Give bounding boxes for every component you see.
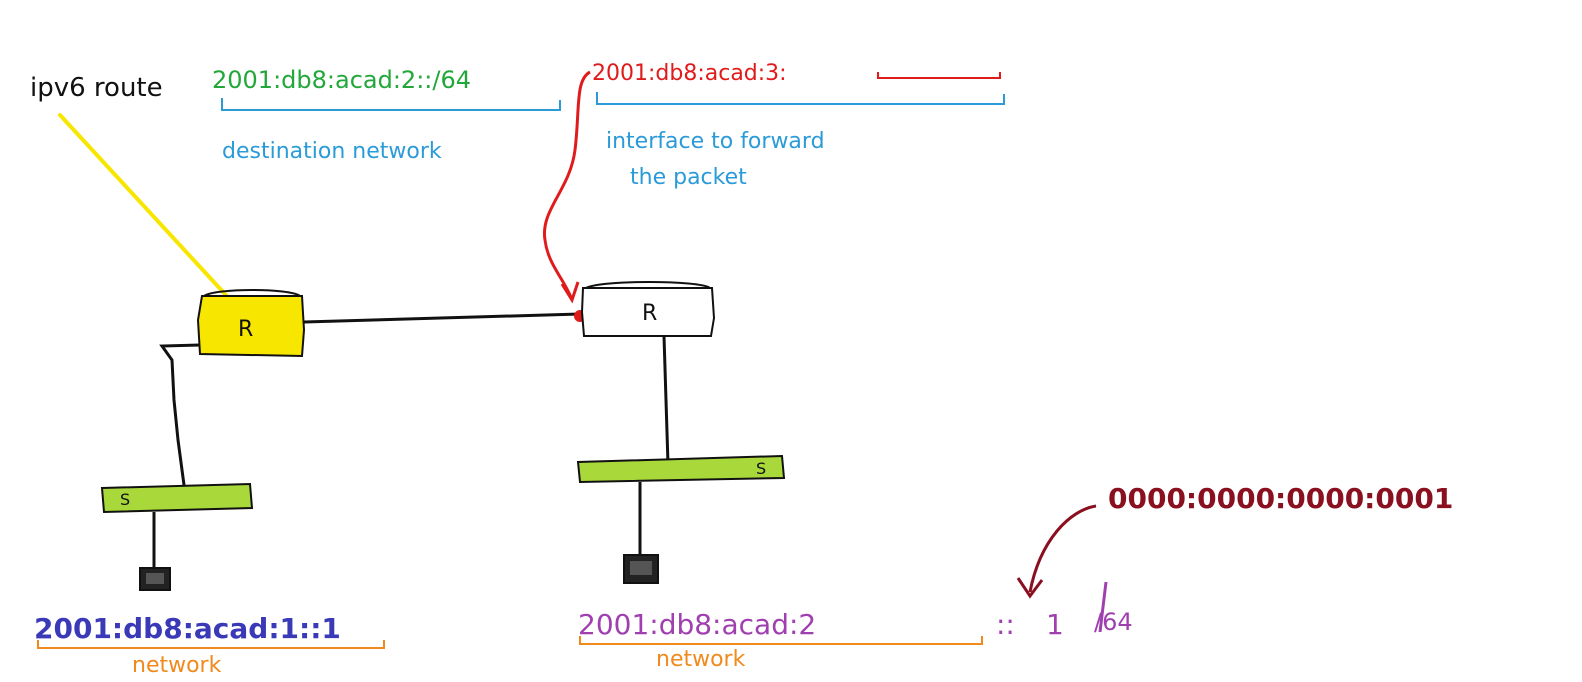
right-address-mask: /64 [1094,608,1133,636]
destination-prefix: 2001:db8:acad:2::/64 [212,66,471,94]
interface-brace [596,92,1005,105]
right-router: R [580,281,716,337]
interface-label-line1: interface to forward [606,129,825,154]
router-link [303,312,581,324]
destination-brace [221,98,561,111]
expanded-interface-arrow [1028,504,1097,593]
left-network-brace [37,640,385,649]
left-router: R [196,289,306,358]
right-network-brace [579,636,983,645]
exit-interface-blank [877,72,1001,79]
left-network-label: network [132,653,222,678]
right-switch: S [576,454,786,484]
exit-interface-address: 2001:db8:acad:3: [592,61,787,86]
left-router-label: R [238,317,253,342]
right-address-mask-bar [1098,581,1108,633]
expanded-interface-arrowhead [1016,577,1044,599]
right-address-host: 1 [1046,608,1064,641]
right-router-switch-link [662,335,670,465]
left-router-switch-link [159,343,201,501]
exit-interface-arrowhead [560,281,580,304]
right-switch-label: S [756,459,766,478]
right-host [623,554,659,584]
expanded-interface-id: 0000:0000:0000:0001 [1108,482,1453,515]
interface-label-line2: the packet [630,165,747,190]
left-switch: S [100,482,254,514]
left-switch-label: S [120,490,130,509]
destination-network-label: destination network [222,139,442,164]
right-address-prefix: 2001:db8:acad:2 [578,608,816,641]
ipv6-route-pointer [58,113,238,308]
right-address-colons: :: [996,608,1015,641]
left-host [139,567,171,591]
exit-interface-arrow [542,70,591,301]
left-address: 2001:db8:acad:1::1 [34,612,341,645]
right-network-label: network [656,647,746,672]
ipv6-route-label: ipv6 route [30,73,163,103]
right-router-label: R [642,301,657,326]
